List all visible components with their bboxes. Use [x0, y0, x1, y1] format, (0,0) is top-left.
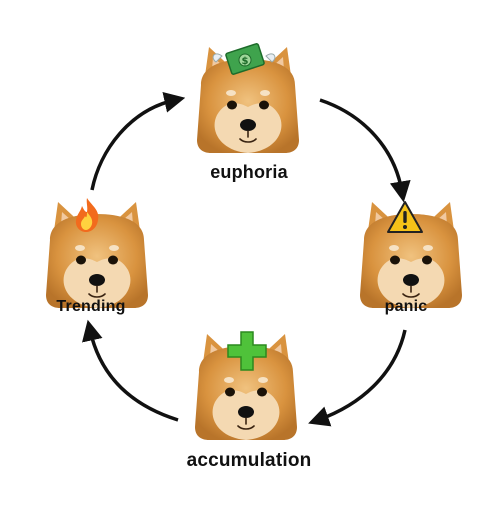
right-eye [259, 100, 269, 110]
arrow-trending-to-euphoria [90, 92, 186, 191]
right-eye [257, 387, 267, 397]
left-eye [225, 387, 235, 397]
mouth [88, 285, 106, 298]
nose [240, 119, 256, 131]
label-euphoria: euphoria [210, 162, 288, 182]
right-brow [423, 245, 433, 251]
label-panic: panic [384, 298, 428, 315]
shiba-face-euphoria [197, 47, 299, 153]
mouth [237, 417, 255, 430]
right-brow [260, 90, 270, 96]
left-eye [227, 100, 237, 110]
arrow-euphoria-to-panic [319, 98, 411, 203]
left-brow [75, 245, 85, 251]
mouth [239, 130, 257, 143]
label-trending: Trending [56, 298, 126, 315]
svg-text:$: $ [242, 56, 249, 67]
arrow-accumulation-to-trending [82, 319, 179, 422]
left-brow [224, 377, 234, 383]
shiba-face-panic [360, 202, 462, 308]
shiba-face-trending [46, 202, 148, 308]
fire-icon [75, 198, 99, 232]
nose [403, 274, 419, 286]
mouth [402, 285, 420, 298]
plus-icon [227, 331, 267, 371]
shiba-face-accumulation [195, 334, 297, 440]
left-eye [390, 255, 400, 265]
right-brow [258, 377, 268, 383]
nose [238, 406, 254, 418]
left-brow [389, 245, 399, 251]
label-accumulation: accumulation [186, 450, 312, 471]
right-eye [108, 255, 118, 265]
warning-icon [387, 201, 423, 233]
arrow-panic-to-accumulation [308, 329, 407, 427]
left-brow [226, 90, 236, 96]
left-eye [76, 255, 86, 265]
right-eye [422, 255, 432, 265]
right-brow [109, 245, 119, 251]
flying-money-icon: $ [212, 43, 276, 75]
nose [89, 274, 105, 286]
